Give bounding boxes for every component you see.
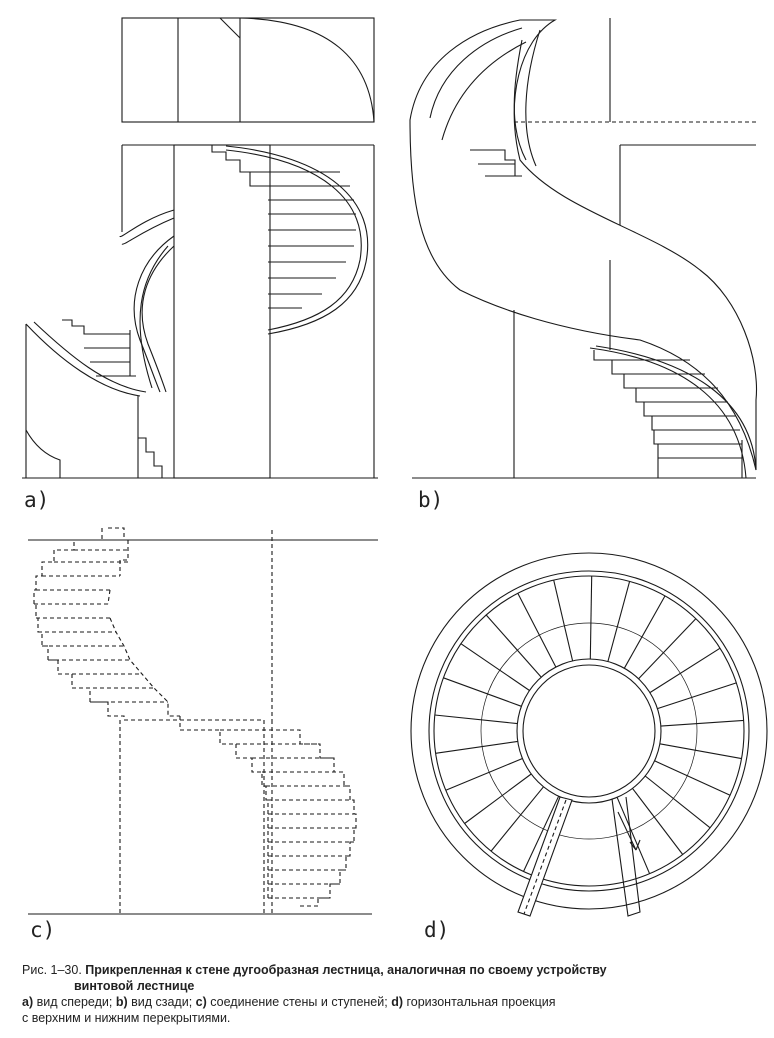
panel-label-c: c) bbox=[30, 918, 56, 942]
panel-c-connection bbox=[28, 527, 378, 915]
tread-line bbox=[649, 647, 721, 694]
wall-end-left-d bbox=[517, 796, 573, 917]
legend-text-a: вид спереди; bbox=[33, 995, 116, 1009]
dashed-steps-lower-c bbox=[179, 716, 269, 898]
caption-legend-line2: с верхним и нижним перекрытиями. bbox=[22, 1011, 231, 1025]
tread-line bbox=[434, 714, 518, 725]
treads-d bbox=[434, 575, 744, 874]
upper-wall-curve-a bbox=[239, 17, 375, 123]
panel-label-d: d) bbox=[424, 918, 450, 942]
tread-line bbox=[485, 614, 542, 678]
lower-steps-a bbox=[62, 319, 136, 377]
legend-key-d: d) bbox=[391, 995, 403, 1009]
tread-line bbox=[657, 682, 737, 710]
legend-text-d: горизонтальная проекция bbox=[403, 995, 556, 1009]
caption-title-line1: Рис. 1–30. Прикрепленная к стене дугообр… bbox=[22, 962, 762, 978]
legend-key-b: b) bbox=[115, 995, 128, 1009]
tread-line bbox=[607, 581, 631, 662]
central-wall-a bbox=[173, 144, 271, 479]
tread-line bbox=[638, 618, 697, 680]
tread-line bbox=[632, 788, 684, 855]
tread-line bbox=[460, 643, 530, 691]
tread-line bbox=[443, 677, 522, 707]
stringer-mid-left-a bbox=[133, 235, 175, 393]
panel-b-back-view bbox=[409, 18, 758, 479]
panel-label-a: a) bbox=[24, 488, 50, 512]
legend-text-c: соединение стены и ступеней; bbox=[206, 995, 392, 1009]
stringer-top-left-a bbox=[119, 209, 175, 238]
stringer-right-a bbox=[225, 149, 362, 331]
legend-key-c: c) bbox=[195, 995, 207, 1009]
panel-a-front-view bbox=[22, 17, 378, 479]
tread-line bbox=[623, 595, 666, 669]
upper-floor-slab-a bbox=[121, 17, 375, 123]
tread-line bbox=[659, 743, 742, 760]
tread-line bbox=[616, 797, 651, 874]
panel-d-plan-view bbox=[410, 552, 768, 917]
caption-prefix: Рис. 1–30. bbox=[22, 963, 82, 977]
tread-line bbox=[654, 760, 731, 796]
tread-line bbox=[517, 593, 557, 668]
stairs-b bbox=[470, 149, 522, 177]
legend-key-a: a) bbox=[22, 995, 34, 1009]
tread-line bbox=[490, 786, 544, 852]
tread-line bbox=[660, 719, 744, 727]
curved-wall-band-b bbox=[409, 19, 758, 471]
tread-line bbox=[435, 740, 518, 754]
central-column-d bbox=[516, 658, 662, 804]
panel-label-b: b) bbox=[418, 488, 444, 512]
tread-line bbox=[523, 796, 560, 872]
tread-line bbox=[644, 775, 711, 829]
tread-line bbox=[464, 773, 532, 824]
tread-line bbox=[589, 575, 593, 660]
walk-line-circle-d bbox=[480, 622, 698, 840]
caption-legend-line1: a) вид спереди; b) вид сзади; c) соедине… bbox=[22, 994, 762, 1010]
caption-title-line2: винтовой лестнице bbox=[74, 979, 195, 993]
caption-title: Прикрепленная к стене дугообразная лестн… bbox=[85, 963, 607, 977]
figure-caption: Рис. 1–30. Прикрепленная к стене дугообр… bbox=[22, 962, 762, 1026]
legend-text-b: вид сзади; bbox=[127, 995, 196, 1009]
tread-line bbox=[553, 579, 574, 662]
outer-circle-d bbox=[410, 552, 768, 910]
dashed-steps-upper-c bbox=[33, 527, 264, 721]
bottom-steps-a bbox=[138, 437, 163, 478]
tread-line bbox=[445, 757, 523, 791]
upper-steps-a bbox=[211, 145, 356, 309]
